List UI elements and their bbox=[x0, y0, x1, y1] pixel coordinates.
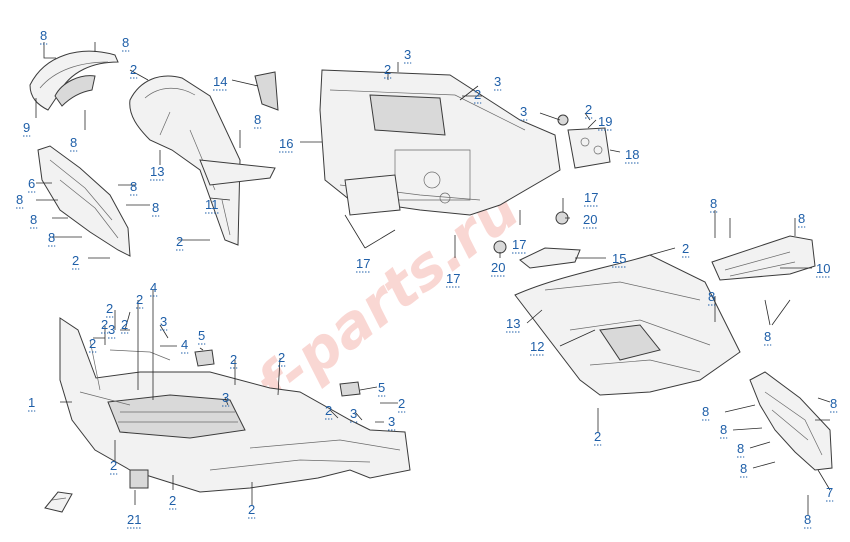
callout-label: 8 bbox=[16, 192, 23, 207]
callout-label: 2 bbox=[121, 317, 128, 332]
callout-label: 8 bbox=[70, 135, 77, 150]
front-arrow-icon bbox=[44, 491, 73, 513]
callout-label: 8 bbox=[804, 512, 811, 527]
part-14-bracket bbox=[254, 71, 279, 111]
part-21-clip bbox=[129, 469, 149, 489]
callout-label: 17 bbox=[356, 256, 370, 271]
callout-label: 2 bbox=[398, 396, 405, 411]
callout-label: 2 bbox=[110, 458, 117, 473]
callout-label: 3 bbox=[404, 47, 411, 62]
callout-label: 18 bbox=[625, 147, 639, 162]
callout-label: 2 bbox=[130, 62, 137, 77]
callout-label: 6 bbox=[28, 176, 35, 191]
callout-label: 8 bbox=[708, 289, 715, 304]
part-1-floor-pan bbox=[59, 317, 411, 493]
callout-label: 2 bbox=[89, 336, 96, 351]
callout-label: 8 bbox=[40, 28, 47, 43]
callout-label: 17 bbox=[584, 190, 598, 205]
callout-label: 2 bbox=[169, 493, 176, 508]
callout-label: 13 bbox=[150, 164, 164, 179]
callout-label: 5 bbox=[198, 328, 205, 343]
callout-label: 8 bbox=[30, 212, 37, 227]
part-20-grommet-b bbox=[493, 240, 507, 254]
callout-label: 20 bbox=[583, 212, 597, 227]
callout-labels: 8 8 9 8 2 14 8 13 11 2 6 8 8 8 8 8 2 3 2… bbox=[16, 28, 837, 527]
callout-label: 8 bbox=[830, 396, 837, 411]
callout-label: 2 bbox=[594, 429, 601, 444]
callout-label: 14 bbox=[213, 74, 227, 89]
callout-label: 9 bbox=[23, 120, 30, 135]
callout-label: 3 bbox=[350, 406, 357, 421]
callout-label: 3 bbox=[160, 314, 167, 329]
leader-lines bbox=[35, 42, 831, 515]
callout-label: 3 bbox=[108, 322, 115, 337]
callout-label: 8 bbox=[798, 211, 805, 226]
callout-label: 8 bbox=[737, 441, 744, 456]
callout-label: 7 bbox=[826, 485, 833, 500]
part-7-rear-panel bbox=[749, 371, 833, 471]
callout-label: 13 bbox=[506, 316, 520, 331]
callout-label: 3 bbox=[222, 390, 229, 405]
part-10-rail bbox=[711, 235, 816, 281]
callout-label: 8 bbox=[152, 200, 159, 215]
callout-label: 8 bbox=[122, 35, 129, 50]
callout-label: 2 bbox=[278, 350, 285, 365]
callout-label: 3 bbox=[520, 104, 527, 119]
callout-label: 17 bbox=[446, 271, 460, 286]
callout-label: 2 bbox=[72, 253, 79, 268]
callout-label: 10 bbox=[816, 261, 830, 276]
part-5-clip-b bbox=[339, 381, 361, 397]
callout-label: 8 bbox=[720, 422, 727, 437]
callout-label: 8 bbox=[740, 461, 747, 476]
callout-label: 8 bbox=[130, 179, 137, 194]
part-9-cover bbox=[29, 50, 119, 111]
callout-label: 20 bbox=[491, 260, 505, 275]
callout-label: 16 bbox=[279, 136, 293, 151]
callout-label: 2 bbox=[248, 502, 255, 517]
callout-label: 2 bbox=[101, 317, 108, 332]
callout-label: 2 bbox=[474, 87, 481, 102]
callout-label: 15 bbox=[612, 251, 626, 266]
callout-label: 3 bbox=[494, 74, 501, 89]
callout-label: 2 bbox=[384, 62, 391, 77]
part-12-side-panel bbox=[514, 254, 741, 396]
callout-label: 8 bbox=[48, 230, 55, 245]
part-19-grommet bbox=[557, 114, 569, 126]
part-11-side-panel bbox=[129, 75, 276, 246]
callout-label: 2 bbox=[136, 292, 143, 307]
callout-label: 2 bbox=[230, 352, 237, 367]
callout-label: 4 bbox=[150, 280, 157, 295]
callout-label: 11 bbox=[205, 197, 219, 212]
callout-label: 17 bbox=[512, 237, 526, 252]
callout-label: 8 bbox=[764, 329, 771, 344]
part-16-center-panel bbox=[319, 69, 561, 216]
callout-label: 4 bbox=[181, 337, 188, 352]
callout-label: 2 bbox=[325, 403, 332, 418]
callout-label: 3 bbox=[388, 414, 395, 429]
part-5-clip-a bbox=[194, 349, 215, 367]
callout-label: 8 bbox=[710, 196, 717, 211]
part-15-cover bbox=[519, 247, 581, 269]
callout-label: 19 bbox=[598, 114, 612, 129]
callout-label: 12 bbox=[530, 339, 544, 354]
callout-label: 2 bbox=[176, 234, 183, 249]
part-18-plate bbox=[567, 127, 611, 169]
callout-label: 2 bbox=[585, 102, 592, 117]
callout-underlines bbox=[16, 43, 838, 529]
callout-label: 2 bbox=[682, 241, 689, 256]
callout-label: 21 bbox=[127, 512, 141, 527]
callout-label: 2 bbox=[106, 301, 113, 316]
callout-label: 1 bbox=[28, 395, 35, 410]
callout-label: 5 bbox=[378, 380, 385, 395]
callout-label: 8 bbox=[254, 112, 261, 127]
callout-label: 8 bbox=[702, 404, 709, 419]
